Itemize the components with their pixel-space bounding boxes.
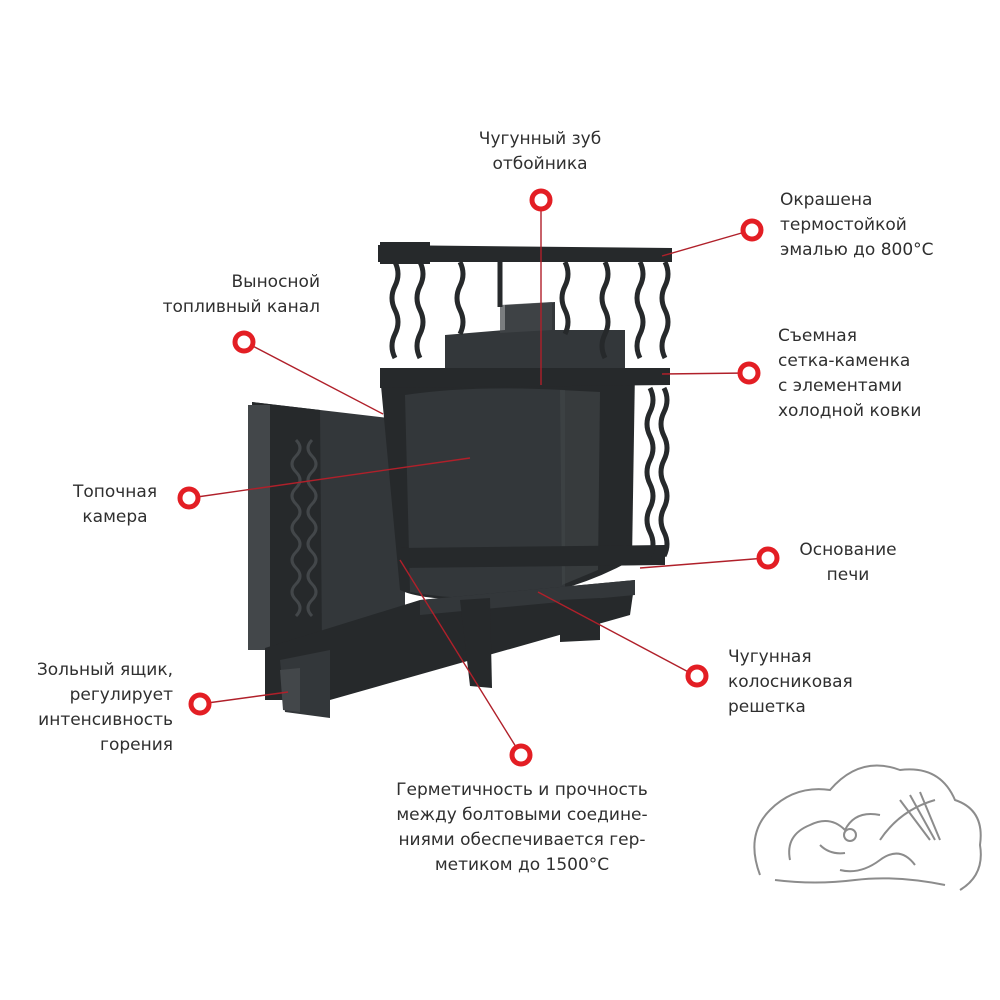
top-block-shade: [500, 302, 552, 333]
marker-breaker-tooth[interactable]: [529, 188, 553, 212]
door-ornament: [290, 438, 318, 618]
label-grate: Чугунная колосниковая решетка: [728, 647, 853, 717]
label-ash-box: Зольный ящик, регулирует интенсивность г…: [36, 660, 173, 755]
leader-fuel-channel: [244, 341, 384, 415]
label-breaker-tooth: Чугунный зуб отбойника: [478, 129, 602, 174]
base-foot: [560, 598, 600, 642]
label-base: Основание печи: [799, 540, 897, 585]
marker-ash-box[interactable]: [188, 692, 212, 716]
fuel-channel-lip: [248, 405, 270, 650]
marker-stone-mesh[interactable]: [737, 361, 761, 385]
middle-mesh-ring: [380, 368, 670, 388]
leader-stone-mesh: [661, 372, 749, 375]
label-enamel: Окрашена термостойкой эмалью до 800°С: [780, 190, 934, 260]
label-stone-mesh: Съемная сетка-каменка с элементами холод…: [778, 326, 922, 421]
leader-ash-box: [199, 691, 289, 705]
twisted-rods: [389, 260, 671, 558]
marker-enamel[interactable]: [740, 218, 764, 242]
marker-fuel-channel[interactable]: [232, 330, 256, 354]
grate-leg: [460, 598, 492, 688]
leader-sealant: [399, 559, 522, 756]
marker-grate[interactable]: [685, 664, 709, 688]
bather-with-broom-logo: [753, 764, 982, 891]
body-highlight: [560, 390, 600, 585]
lower-mesh-ring: [400, 545, 665, 568]
marker-sealant[interactable]: [509, 743, 533, 767]
top-block: [445, 302, 625, 385]
firebox-front: [405, 388, 565, 599]
upper-mesh-ring: [378, 245, 672, 262]
callout-markers: [177, 188, 780, 767]
corner-post-left: [380, 242, 430, 264]
leader-grate: [537, 591, 697, 677]
leader-firebox: [189, 457, 471, 499]
ash-box-front: [280, 668, 300, 712]
leader-enamel: [661, 229, 753, 257]
label-firebox: Топочная камера: [72, 482, 158, 527]
marker-firebox[interactable]: [177, 486, 201, 510]
marker-base[interactable]: [756, 546, 780, 570]
leader-lines: [189, 204, 767, 756]
label-sealant: Герметичность и прочность между болтовым…: [396, 780, 648, 875]
leader-base: [639, 557, 767, 569]
label-fuel-channel: Выносной топливный канал: [162, 272, 320, 317]
